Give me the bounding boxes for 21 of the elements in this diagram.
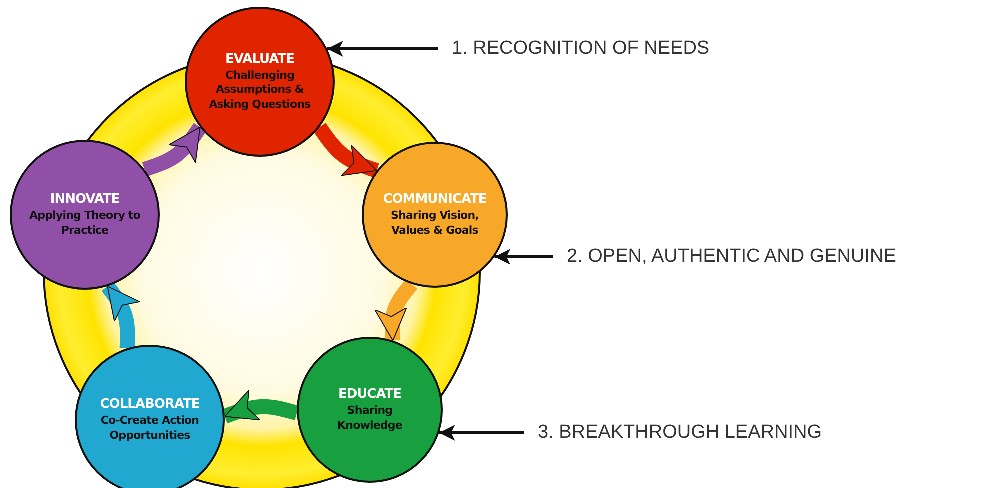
stage-title: EDUCATE <box>338 387 402 402</box>
stage-title: INNOVATE <box>50 192 120 208</box>
cycle-arrow <box>222 390 300 424</box>
cycle-arrow <box>142 123 206 177</box>
stage-description: Sharing Vision, Values & Goals <box>390 209 480 238</box>
stage-description: Challenging Assumptions & Asking Questions <box>208 69 312 112</box>
stage-description: Co-Create Action Opportunities <box>100 414 200 443</box>
step-label: 2. OPEN, AUTHENTIC AND GENUINE <box>567 246 896 268</box>
stage-description: Applying Theory to Practice <box>28 209 142 238</box>
step-label: 1. RECOGNITION OF NEEDS <box>452 38 710 60</box>
stage-title: COLLABORATE <box>100 397 200 412</box>
stage-title: COMMUNICATE <box>383 192 487 208</box>
step-label: 3. BREAKTHROUGH LEARNING <box>538 422 822 444</box>
stage-description: Sharing Knowledge <box>336 404 404 433</box>
stage-title: EVALUATE <box>226 52 294 68</box>
pointer-arrow <box>327 41 438 57</box>
pointer-arrow <box>494 249 553 265</box>
cycle-arrow <box>374 279 418 342</box>
cycle-arrow <box>102 282 140 349</box>
pointer-arrow <box>439 425 524 441</box>
cycle-arrow <box>314 123 380 178</box>
